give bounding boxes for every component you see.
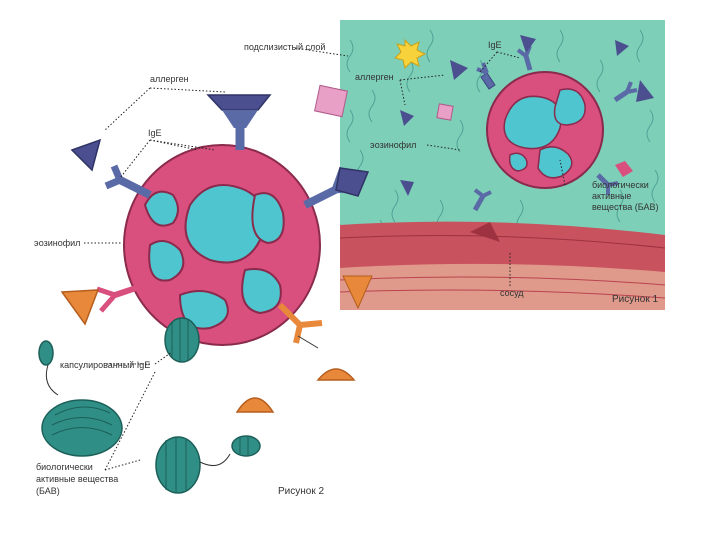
label-ige-fig2: IgE [148,128,162,138]
caption-figure1: Рисунок 1 [612,294,658,305]
allergen-top-fig2 [208,95,270,110]
label-encapsulated-ige: капсулированный IgE [60,360,150,370]
label-bas-fig2-line2: активные вещества [36,474,118,484]
orange-allergen-free-1 [318,369,354,380]
allergen-left-fig2 [72,140,100,170]
figure1-panel [340,20,665,310]
allergen-pink-square [437,104,453,120]
label-bas-fig2-line1: биологически [36,462,93,472]
eosinophil-cell-fig1 [487,72,603,188]
allergen-pink-square-fig2 [315,85,348,116]
granule-mid [156,437,200,493]
label-eosinophil-fig2: эозинофил [34,238,80,248]
orange-allergen-bound [62,290,98,324]
label-vessel: сосуд [500,288,524,298]
label-bas-fig1-line2: активные [592,191,631,201]
label-bas-fig1-line3: вещества (БАВ) [592,202,659,212]
label-bas-fig1-line1: биологически [592,180,649,190]
label-bas-fig2-line3: (БАВ) [36,486,60,496]
arrow-to-receptor [298,336,318,348]
caption-figure2: Рисунок 2 [278,486,324,497]
label-ige-fig1: IgE [488,40,502,50]
orange-allergen-free-2 [237,398,273,412]
label-submucosa: подслизистый слой [244,42,325,52]
label-allergen-fig1: аллерген [355,72,394,82]
label-eosinophil-fig1: эозинофил [370,140,416,150]
label-allergen-fig2: аллерген [150,74,189,84]
